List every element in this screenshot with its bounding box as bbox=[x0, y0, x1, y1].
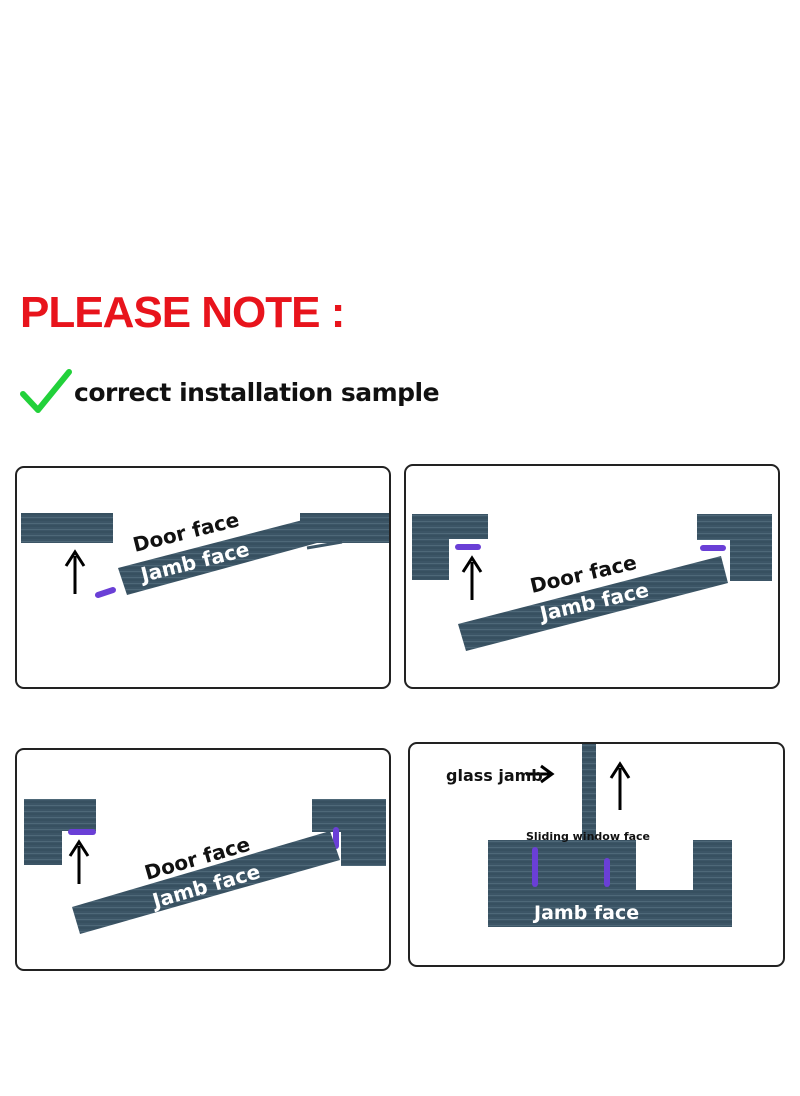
frame-left bbox=[21, 513, 113, 543]
sliding-window-face-label: Sliding window face bbox=[526, 830, 650, 843]
glass-jamb-label: glass jamb bbox=[446, 766, 543, 785]
up-arrow-icon bbox=[461, 555, 483, 600]
glass-pane bbox=[582, 744, 596, 840]
diagram-panel-3: Door face Jamb face bbox=[15, 748, 391, 971]
door-panel bbox=[72, 831, 340, 934]
door-panel bbox=[458, 556, 728, 651]
check-mark-icon bbox=[20, 369, 72, 413]
door-panel bbox=[118, 516, 328, 595]
seal-strip bbox=[95, 587, 116, 598]
right-arrow-icon bbox=[526, 764, 555, 784]
diagram-panel-4: glass jamb Sliding window face Jamb face bbox=[408, 742, 785, 967]
up-arrow-icon bbox=[68, 839, 90, 884]
jamb-face-label: Jamb face bbox=[532, 902, 639, 924]
diagram-panel-1: Door face Jamb face bbox=[15, 466, 391, 689]
frame-left-side bbox=[412, 514, 449, 580]
page-title: PLEASE NOTE : bbox=[20, 288, 345, 337]
up-arrow-icon bbox=[609, 761, 631, 810]
sliding-window-frame bbox=[530, 840, 636, 890]
frame-right-side bbox=[341, 799, 386, 866]
frame-left-side bbox=[24, 799, 62, 865]
subtitle: correct installation sample bbox=[74, 378, 440, 407]
up-arrow-icon bbox=[64, 549, 86, 594]
diagram-panel-2: Door face Jamb face bbox=[404, 464, 780, 689]
frame-right-side bbox=[730, 514, 772, 581]
